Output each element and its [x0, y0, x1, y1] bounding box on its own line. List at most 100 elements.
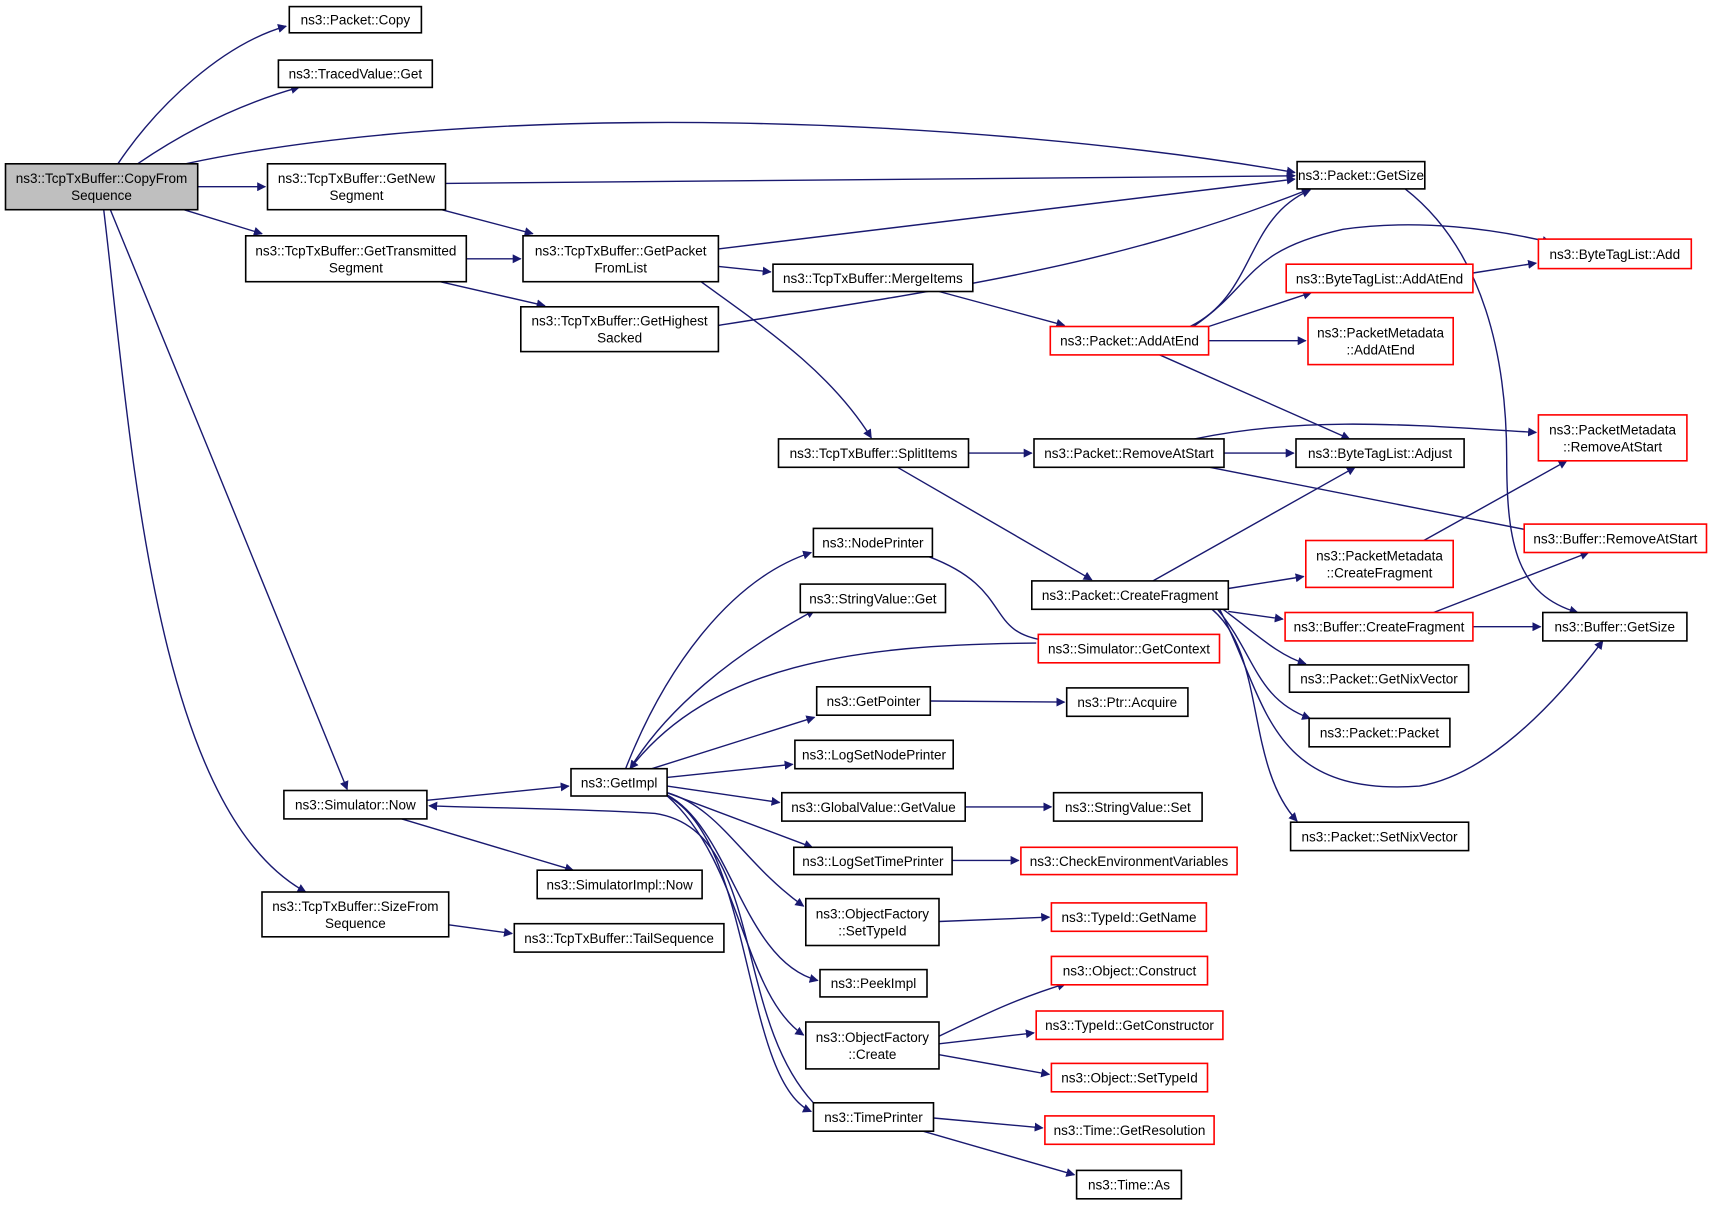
- edge-paddatend-to-btladjust: [1159, 354, 1351, 440]
- node-typegetctor[interactable]: ns3::TypeId::GetConstructor: [1035, 1010, 1224, 1041]
- node-box: [283, 789, 428, 820]
- node-label: ns3::CheckEnvironmentVariables: [1030, 854, 1229, 869]
- node-simimplnow[interactable]: ns3::SimulatorImpl::Now: [536, 869, 703, 900]
- edge-getimpl-to-ofcreate: [666, 795, 805, 1036]
- node-label: ns3::Packet::CreateFragment: [1042, 588, 1219, 603]
- edge-btladdatend-to-btladd: [1472, 259, 1538, 274]
- node-simnow[interactable]: ns3::Simulator::Now: [283, 789, 428, 820]
- node-pmremove[interactable]: ns3::PacketMetadata::RemoveAtStart: [1537, 414, 1688, 462]
- node-split[interactable]: ns3::TcpTxBuffer::SplitItems: [777, 438, 970, 469]
- node-nodeprinter[interactable]: ns3::NodePrinter: [812, 527, 934, 558]
- node-pgetsize[interactable]: ns3::Packet::GetSize: [1296, 160, 1426, 190]
- node-peekimpl[interactable]: ns3::PeekImpl: [819, 968, 928, 998]
- node-box: [1065, 687, 1189, 718]
- node-label: ns3::Ptr::Acquire: [1077, 695, 1177, 710]
- node-getimpl[interactable]: ns3::GetImpl: [570, 767, 668, 797]
- node-timegetres[interactable]: ns3::Time::GetResolution: [1044, 1115, 1215, 1146]
- node-ptracquire[interactable]: ns3::Ptr::Acquire: [1065, 687, 1189, 718]
- node-label: ns3::TracedValue::Get: [289, 67, 423, 82]
- node-checkenv[interactable]: ns3::CheckEnvironmentVariables: [1020, 846, 1238, 876]
- node-ppacket[interactable]: ns3::Packet::Packet: [1308, 717, 1451, 748]
- node-merge[interactable]: ns3::TcpTxBuffer::MergeItems: [772, 263, 974, 293]
- node-label: ns3::Packet::SetNixVector: [1301, 829, 1458, 844]
- node-label: ns3::SimulatorImpl::Now: [546, 877, 693, 892]
- node-timeprinter[interactable]: ns3::TimePrinter: [812, 1102, 935, 1133]
- edge-merge-to-paddatend: [938, 290, 1066, 328]
- node-getpointer[interactable]: ns3::GetPointer: [815, 685, 932, 716]
- node-label: ns3::Packet::GetSize: [1298, 168, 1424, 183]
- node-logsettime[interactable]: ns3::LogSetTimePrinter: [792, 846, 953, 876]
- edge-pcreatefrag-to-btladjust: [1152, 466, 1356, 582]
- node-label: ns3::Packet::Packet: [1320, 726, 1440, 741]
- node-label: ns3::Buffer::GetSize: [1555, 620, 1676, 635]
- node-bufcreatefrag[interactable]: ns3::Buffer::CreateFragment: [1284, 611, 1474, 642]
- node-label: ns3::ByteTagList::Adjust: [1308, 446, 1452, 461]
- node-pmaddatend[interactable]: ns3::PacketMetadata::AddAtEnd: [1307, 316, 1454, 366]
- node-box: [277, 59, 434, 89]
- node-ofcreate[interactable]: ns3::ObjectFactory::Create: [804, 1021, 940, 1070]
- node-timeas[interactable]: ns3::Time::As: [1075, 1169, 1183, 1200]
- node-simgetctx[interactable]: ns3::Simulator::GetContext: [1037, 633, 1221, 664]
- node-label: ns3::TcpTxBuffer::SplitItems: [790, 446, 958, 461]
- node-paddatend[interactable]: ns3::Packet::AddAtEnd: [1049, 325, 1210, 356]
- node-box: [1542, 611, 1688, 642]
- node-ofsettype[interactable]: ns3::ObjectFactory::SetTypeId: [804, 897, 940, 947]
- node-premove[interactable]: ns3::Packet::RemoveAtStart: [1033, 438, 1225, 469]
- node-strget[interactable]: ns3::StringValue::Get: [799, 583, 947, 614]
- node-box: [1295, 438, 1465, 469]
- node-box: [777, 438, 970, 469]
- node-pcreatefrag[interactable]: ns3::Packet::CreateFragment: [1031, 580, 1230, 611]
- node-box: [1050, 1062, 1209, 1093]
- node-typegetname[interactable]: ns3::TypeId::GetName: [1050, 902, 1208, 933]
- edge-getimpl-to-logsettime: [666, 792, 814, 849]
- node-label: ns3::GlobalValue::GetValue: [791, 800, 956, 815]
- edge-pgetsize-to-bufgetsize: [1404, 188, 1579, 615]
- node-bufremove[interactable]: ns3::Buffer::RemoveAtStart: [1523, 523, 1708, 554]
- edge-timeprinter-to-timegetres: [933, 1117, 1044, 1132]
- edge-getimpl-to-logsetnode: [667, 760, 794, 779]
- edge-timeprinter-to-timeas: [922, 1130, 1076, 1177]
- node-pmcreatefrag[interactable]: ns3::PacketMetadata::CreateFragment: [1305, 539, 1455, 589]
- node-gvgetvalue[interactable]: ns3::GlobalValue::GetValue: [780, 791, 966, 822]
- node-label: ns3::TcpTxBuffer::GetTransmitted: [255, 243, 456, 258]
- node-btladd[interactable]: ns3::ByteTagList::Add: [1537, 238, 1693, 270]
- node-getnix[interactable]: ns3::Packet::GetNixVector: [1288, 664, 1470, 694]
- node-strset[interactable]: ns3::StringValue::Set: [1052, 791, 1203, 822]
- node-label: Sacked: [597, 331, 642, 346]
- node-objconstruct[interactable]: ns3::Object::Construct: [1050, 955, 1209, 986]
- node-label: ns3::GetImpl: [581, 775, 658, 790]
- node-label: ns3::TypeId::GetName: [1061, 910, 1196, 925]
- node-bufgetsize[interactable]: ns3::Buffer::GetSize: [1542, 611, 1688, 642]
- node-tailseq[interactable]: ns3::TcpTxBuffer::TailSequence: [513, 922, 725, 953]
- node-label: ::RemoveAtStart: [1563, 439, 1662, 454]
- node-tvget[interactable]: ns3::TracedValue::Get: [277, 59, 434, 89]
- node-label: ::CreateFragment: [1327, 565, 1433, 580]
- edge-getnew-to-getpkt: [440, 208, 534, 236]
- node-label: ns3::Time::GetResolution: [1054, 1123, 1206, 1138]
- node-box: [1020, 846, 1238, 876]
- node-logsetnode[interactable]: ns3::LogSetNodePrinter: [794, 739, 955, 770]
- node-pcopy[interactable]: ns3::Packet::Copy: [288, 5, 423, 34]
- node-box: [522, 235, 720, 283]
- node-box: [815, 685, 932, 716]
- node-label: ns3::TypeId::GetConstructor: [1045, 1018, 1214, 1033]
- node-btladdatend[interactable]: ns3::ByteTagList::AddAtEnd: [1285, 263, 1474, 294]
- node-label: ns3::ObjectFactory: [816, 1030, 930, 1045]
- node-box: [794, 739, 955, 770]
- edge-simnow-to-getimpl: [426, 782, 570, 801]
- node-box: [1308, 717, 1451, 748]
- node-label: ns3::StringValue::Get: [809, 591, 937, 606]
- node-objsettype[interactable]: ns3::Object::SetTypeId: [1050, 1062, 1209, 1093]
- node-box: [4, 163, 199, 211]
- node-btladjust[interactable]: ns3::ByteTagList::Adjust: [1295, 438, 1465, 469]
- nodes-layer: ns3::TcpTxBuffer::CopyFromSequencens3::P…: [4, 5, 1708, 1200]
- edge-getimpl-to-getpointer: [651, 715, 816, 770]
- node-setnix[interactable]: ns3::Packet::SetNixVector: [1289, 821, 1470, 852]
